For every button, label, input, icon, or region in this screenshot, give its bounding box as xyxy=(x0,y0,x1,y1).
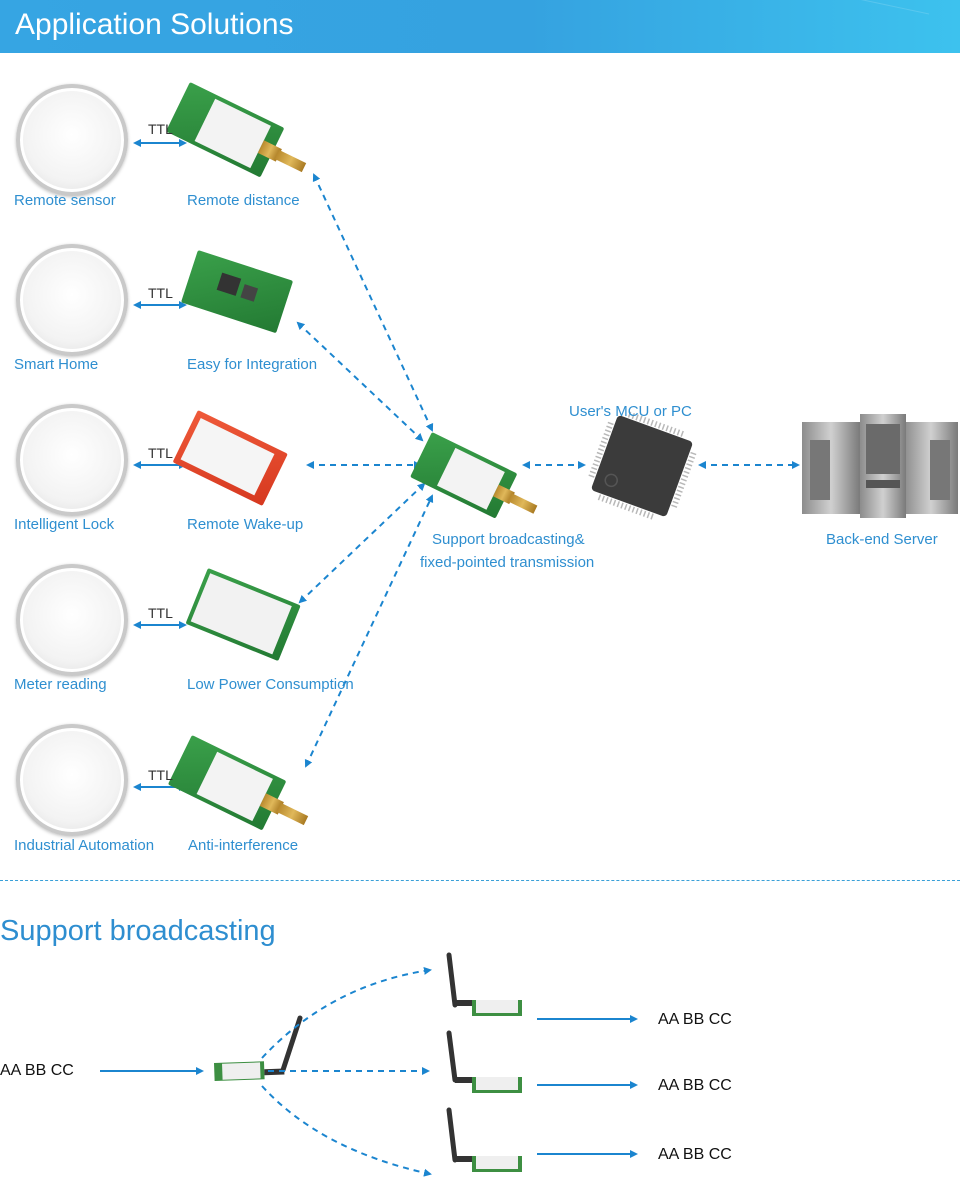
module-image-3 xyxy=(173,410,288,506)
broadcast-output-data: AA BB CC xyxy=(658,1146,732,1163)
page-title: Application Solutions xyxy=(15,8,294,41)
broadcast-diagram xyxy=(100,952,638,1177)
feature-label: Remote Wake-up xyxy=(187,516,304,533)
feature-label: Easy for Integration xyxy=(187,356,318,373)
link-integration xyxy=(296,321,424,442)
link-anti-interference xyxy=(304,494,434,768)
mcu-label: User's MCU or PC xyxy=(569,403,692,420)
ttl-label: TTL xyxy=(148,605,173,621)
receiver-module-3 xyxy=(446,1107,522,1172)
feature-label: Anti-interference xyxy=(188,837,299,854)
feature-label: Remote distance xyxy=(187,192,300,209)
receiver-module-1 xyxy=(446,952,522,1016)
ttl-arrows xyxy=(133,139,187,791)
module-image-4 xyxy=(186,568,301,661)
broadcast-curve-bottom xyxy=(261,1085,432,1177)
sensor-icon xyxy=(16,84,128,196)
broadcast-output-data: AA BB CC xyxy=(658,1011,732,1028)
module-image-1 xyxy=(166,82,307,177)
mcu-chip-image xyxy=(587,411,697,521)
module-image-5 xyxy=(168,735,309,830)
feature-label: Low Power Consumption xyxy=(187,676,354,693)
device-label: Meter reading xyxy=(14,676,107,693)
transmitter-module xyxy=(214,1061,285,1081)
receiver-module-2 xyxy=(446,1030,522,1093)
hub-label-line1: Support broadcasting& xyxy=(432,531,585,548)
ttl-label: TTL xyxy=(148,121,173,137)
wireless-links xyxy=(296,173,800,768)
header-banner: Application Solutions xyxy=(0,0,960,53)
door-lock-icon xyxy=(16,404,128,516)
device-label: Smart Home xyxy=(14,356,99,373)
meter-icon xyxy=(16,564,128,676)
broadcast-output-data: AA BB CC xyxy=(658,1077,732,1094)
ttl-label: TTL xyxy=(148,767,173,783)
module-image-2 xyxy=(181,250,293,333)
section-divider xyxy=(0,880,960,881)
broadcast-input-data: AA BB CC xyxy=(0,1062,74,1079)
link-low-power xyxy=(298,482,426,604)
link-remote-distance xyxy=(312,173,434,432)
broadcast-section-title: Support broadcasting xyxy=(0,915,276,947)
device-label: Industrial Automation xyxy=(14,837,155,854)
device-label: Intelligent Lock xyxy=(14,516,115,533)
device-label: Remote sensor xyxy=(14,192,116,209)
ttl-label: TTL xyxy=(148,445,173,461)
smart-socket-icon xyxy=(16,244,128,356)
inverter-icon xyxy=(16,724,128,836)
server-image xyxy=(802,414,958,518)
hub-label-line2: fixed-pointed transmission xyxy=(420,554,595,571)
server-label: Back-end Server xyxy=(826,531,938,548)
broadcast-curve-top xyxy=(261,966,432,1059)
ttl-label: TTL xyxy=(148,285,173,301)
hub-module-image xyxy=(410,432,538,518)
